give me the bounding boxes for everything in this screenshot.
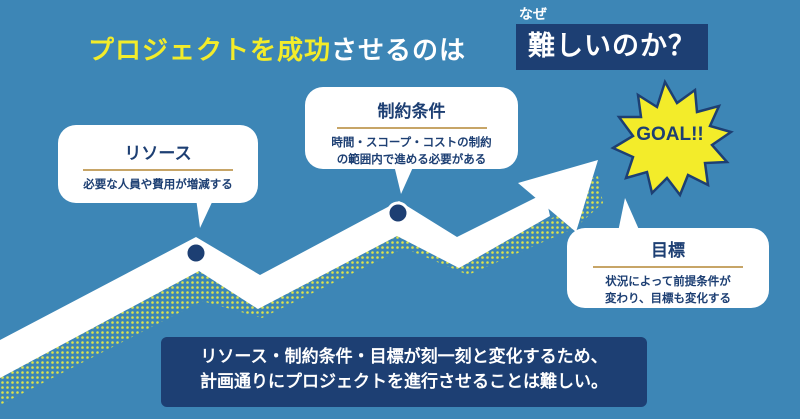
marker-dot-constraints: [386, 201, 410, 225]
goal-badge-text: GOAL!!: [636, 124, 704, 145]
bubble-resource-tail: [196, 198, 214, 228]
bubble-goal-body-line1: 状況によって前提条件が: [605, 274, 731, 288]
bubble-goal-heading: 目標: [593, 236, 743, 268]
title-highlight: プロジェクトを成功: [88, 36, 332, 66]
marker-dot-resource: [184, 241, 208, 265]
bubble-resource-body: 必要な人員や費用が増減する: [83, 177, 233, 191]
bubble-constraints-body: 時間・スコープ・コストの制約 の範囲内で進める必要がある: [305, 134, 518, 168]
page-title: プロジェクトを成功させるのは: [88, 30, 466, 67]
summary-line1: リソース・制約条件・目標が刻一刻と変化するため、: [200, 347, 608, 367]
trend-arrow-head: [518, 160, 598, 232]
bubble-constraints-body-line1: 時間・スコープ・コストの制約: [331, 135, 492, 149]
bubble-resource-heading: リソース: [83, 139, 233, 171]
title-ruby: なぜ: [519, 7, 547, 23]
summary-banner: リソース・制約条件・目標が刻一刻と変化するため、 計画通りにプロジェクトを進行さ…: [161, 337, 647, 407]
bubble-goal: 目標 状況によって前提条件が 変わり、目標も変化する: [567, 228, 769, 308]
bubble-goal-tail: [618, 198, 640, 232]
dotted-shadow: [0, 176, 603, 405]
bubble-constraints-body-line2: の範囲内で進める必要がある: [336, 152, 487, 166]
goal-starburst: [610, 78, 734, 198]
bubble-constraints-heading: 制約条件: [336, 97, 487, 129]
bubble-constraints-tail: [394, 165, 414, 194]
title-plain: させるのは: [331, 36, 467, 66]
summary-line2: 計画通りにプロジェクトを進行させることは難しい。: [200, 372, 608, 392]
trend-arrow-body: [0, 193, 550, 378]
bubble-goal-body-line2: 変わり、目標も変化する: [604, 291, 732, 305]
bubble-constraints: 制約条件 時間・スコープ・コストの制約 の範囲内で進める必要がある: [305, 87, 518, 169]
title-box: 難しいのか？: [516, 24, 708, 70]
bubble-goal-body: 状況によって前提条件が 変わり、目標も変化する: [567, 273, 769, 307]
bubble-resource: リソース 必要な人員や費用が増減する: [58, 125, 258, 203]
